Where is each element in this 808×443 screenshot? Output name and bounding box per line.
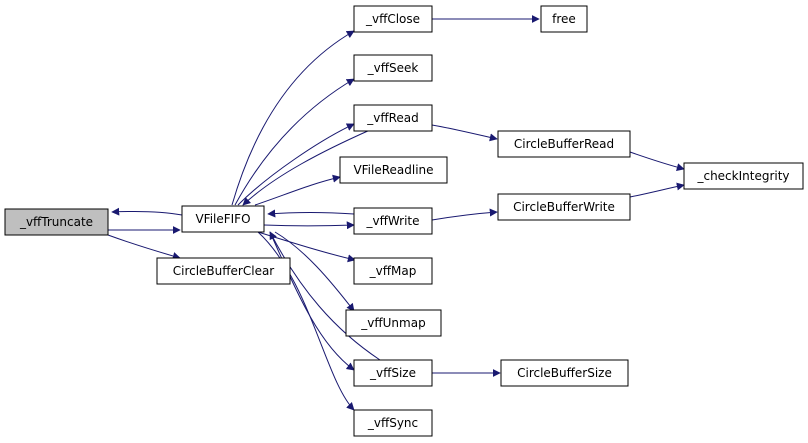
edge-vfilefifo-to-vffsize	[269, 231, 355, 371]
node-circlebuffersize[interactable]: CircleBufferSize	[500, 359, 629, 387]
node-circlebufferclear[interactable]: CircleBufferClear	[156, 257, 291, 285]
node-vffwrite[interactable]: _vffWrite	[353, 207, 433, 235]
node-label: _vffMap	[369, 264, 417, 278]
edge-vfilefifo-to-vffunmap	[274, 231, 355, 312]
node-label: CircleBufferClear	[173, 264, 275, 278]
edge-vfilefifo-to-vfftruncate	[111, 207, 183, 216]
edge-vffsize-to-vfilefifo	[269, 231, 381, 361]
node-vffmap[interactable]: _vffMap	[353, 257, 433, 285]
edge-vffwrite-to-circlebufferwrite	[431, 208, 498, 221]
node-label: _vffSync	[367, 416, 418, 430]
edge-vfftruncate-to-circlebufferclear	[107, 234, 181, 260]
node-label: CircleBufferRead	[514, 137, 614, 151]
edge-vfilefifo-to-vffclose	[231, 30, 355, 206]
node-label: _vffUnmap	[360, 316, 425, 330]
node-label: VFileReadline	[353, 163, 433, 177]
edge-vffwrite-to-vfilefifo	[267, 209, 355, 218]
node-label: CircleBufferSize	[517, 366, 612, 380]
node-label: _checkIntegrity	[696, 169, 789, 183]
node-label: CircleBufferWrite	[513, 200, 615, 214]
node-label: _vffSize	[369, 366, 416, 380]
node-vffsync[interactable]: _vffSync	[353, 409, 433, 437]
edges	[107, 15, 685, 411]
edge-vfilefifo-to-vffsync	[257, 231, 355, 411]
node-vfilefifo[interactable]: VFileFIFO	[181, 205, 265, 233]
node-label: VFileFIFO	[195, 212, 250, 226]
edge-circlebufferwrite-to-checkintegrity	[629, 182, 685, 198]
node-free[interactable]: free	[540, 5, 588, 33]
nodes: _vffTruncate VFileFIFO CircleBufferClear…	[4, 5, 804, 437]
edge-vfilefifo-to-vffwrite	[263, 221, 355, 230]
edge-vfilefifo-to-vffseek	[234, 78, 355, 206]
node-vffclose[interactable]: _vffClose	[353, 5, 433, 33]
edge-vfilefifo-to-vfilereadline	[254, 174, 341, 206]
node-vffread[interactable]: _vffRead	[353, 104, 433, 132]
node-label: _vffRead	[366, 111, 419, 125]
node-circlebufferread[interactable]: CircleBufferRead	[497, 130, 631, 158]
node-checkintegrity[interactable]: _checkIntegrity	[683, 162, 804, 190]
node-vffseek[interactable]: _vffSeek	[353, 54, 433, 82]
node-vfftruncate[interactable]: _vffTruncate	[4, 208, 109, 236]
node-label: free	[552, 12, 576, 26]
node-vffsize[interactable]: _vffSize	[353, 359, 433, 387]
edge-circlebufferread-to-checkintegrity	[629, 151, 685, 172]
node-label: _vffWrite	[365, 214, 419, 228]
node-label: _vffSeek	[367, 61, 419, 75]
node-vffunmap[interactable]: _vffUnmap	[345, 309, 442, 337]
edge-vfilefifo-to-vffmap	[257, 231, 356, 263]
node-circlebufferwrite[interactable]: CircleBufferWrite	[497, 193, 631, 221]
edge-vffread-to-circlebufferread	[431, 124, 498, 142]
node-label: _vffClose	[365, 12, 420, 26]
node-vfilereadline[interactable]: VFileReadline	[339, 156, 448, 184]
edge-vffread-to-vfilefifo	[242, 129, 371, 206]
edge-vfilefifo-to-vffread	[237, 123, 355, 206]
node-label: _vffTruncate	[19, 215, 93, 229]
